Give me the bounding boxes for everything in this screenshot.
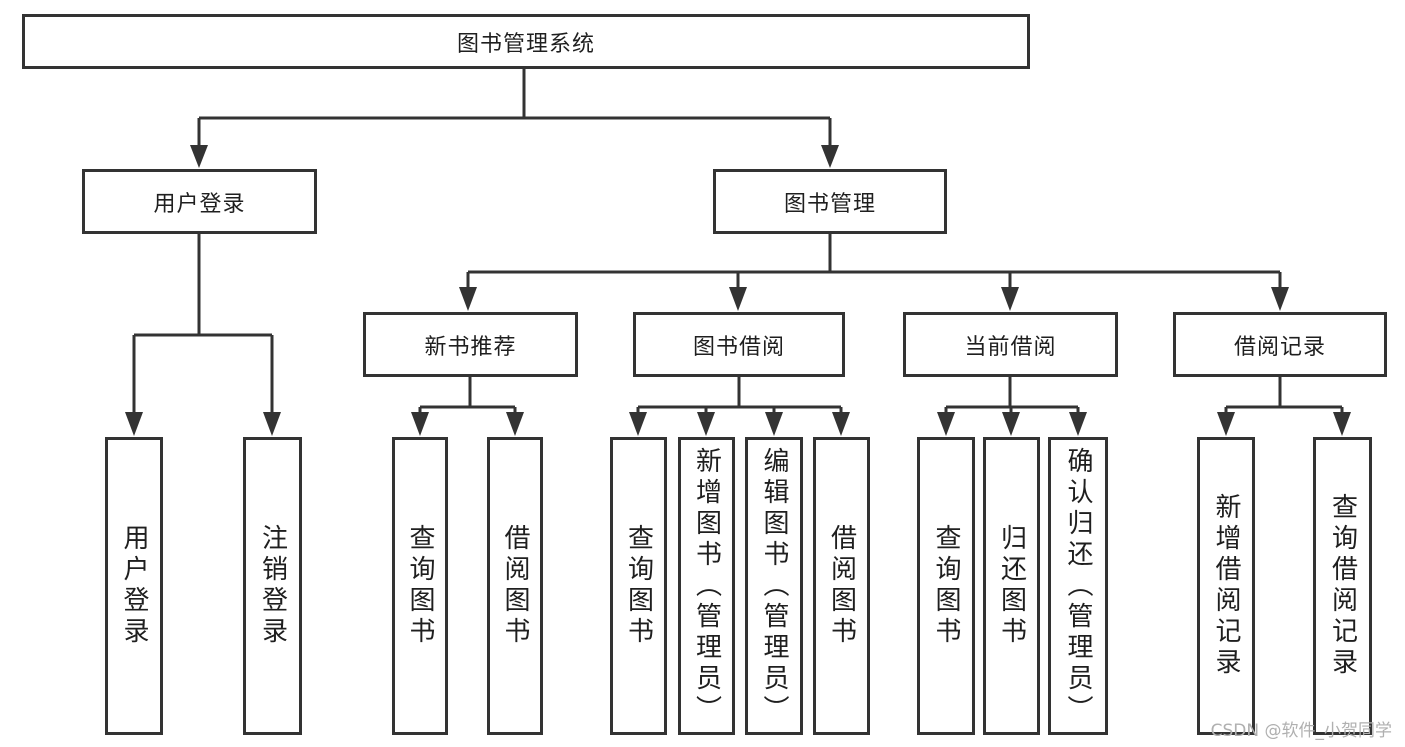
arrowheads	[125, 145, 1351, 436]
arrow-down-icon	[190, 145, 208, 168]
arrow-down-icon	[263, 412, 281, 436]
arrow-down-icon	[729, 287, 747, 311]
node-leaf-query-book-3: 查询图书	[917, 437, 975, 735]
arrow-down-icon	[937, 412, 955, 436]
node-leaf-add-borrow-record: 新增借阅记录	[1197, 437, 1255, 735]
arrow-down-icon	[629, 412, 647, 436]
node-leaf-borrow-book-2: 借阅图书	[813, 437, 870, 735]
node-leaf-query-book-2: 查询图书	[610, 437, 667, 735]
node-leaf-logout: 注销登录	[243, 437, 302, 735]
node-leaf-borrow-book-1: 借阅图书	[487, 437, 543, 735]
connector-new-book-children	[418, 377, 517, 414]
node-leaf-query-book-1: 查询图书	[392, 437, 448, 735]
arrow-down-icon	[459, 287, 477, 311]
arrow-down-icon	[1333, 412, 1351, 436]
node-book-management: 图书管理	[713, 169, 947, 234]
arrow-down-icon	[832, 412, 850, 436]
arrow-down-icon	[1001, 287, 1019, 311]
connector-book-management-children	[466, 234, 1282, 290]
connector-root-to-level2	[197, 69, 832, 148]
node-book-borrow: 图书借阅	[633, 312, 845, 377]
csdn-watermark: CSDN @软件_小贺同学	[1210, 721, 1392, 741]
node-leaf-edit-book-admin: 编辑图书（管理员）	[745, 437, 803, 735]
connector-current-borrow-children	[944, 377, 1080, 414]
node-leaf-confirm-return-admin: 确认归还（管理员）	[1048, 437, 1108, 735]
node-user-login: 用户登录	[82, 169, 317, 234]
node-leaf-return-book: 归还图书	[983, 437, 1040, 735]
node-new-book-recommend: 新书推荐	[363, 312, 578, 377]
node-leaf-user-login: 用户登录	[105, 437, 163, 735]
connector-user-login-children	[132, 234, 274, 414]
arrow-down-icon	[411, 412, 429, 436]
arrow-down-icon	[765, 412, 783, 436]
connector-borrow-records-children	[1224, 377, 1344, 414]
arrow-down-icon	[125, 412, 143, 436]
node-library-system: 图书管理系统	[22, 14, 1030, 69]
arrow-down-icon	[1002, 412, 1020, 436]
node-leaf-add-book-admin: 新增图书（管理员）	[678, 437, 735, 735]
arrow-down-icon	[1069, 412, 1087, 436]
node-leaf-query-borrow-record: 查询借阅记录	[1313, 437, 1372, 735]
arrow-down-icon	[821, 145, 839, 168]
connector-book-borrow-children	[636, 377, 843, 414]
arrow-down-icon	[1271, 287, 1289, 311]
arrow-down-icon	[1217, 412, 1235, 436]
arrow-down-icon	[506, 412, 524, 436]
arrow-down-icon	[697, 412, 715, 436]
node-current-borrow: 当前借阅	[903, 312, 1118, 377]
node-borrow-records: 借阅记录	[1173, 312, 1387, 377]
